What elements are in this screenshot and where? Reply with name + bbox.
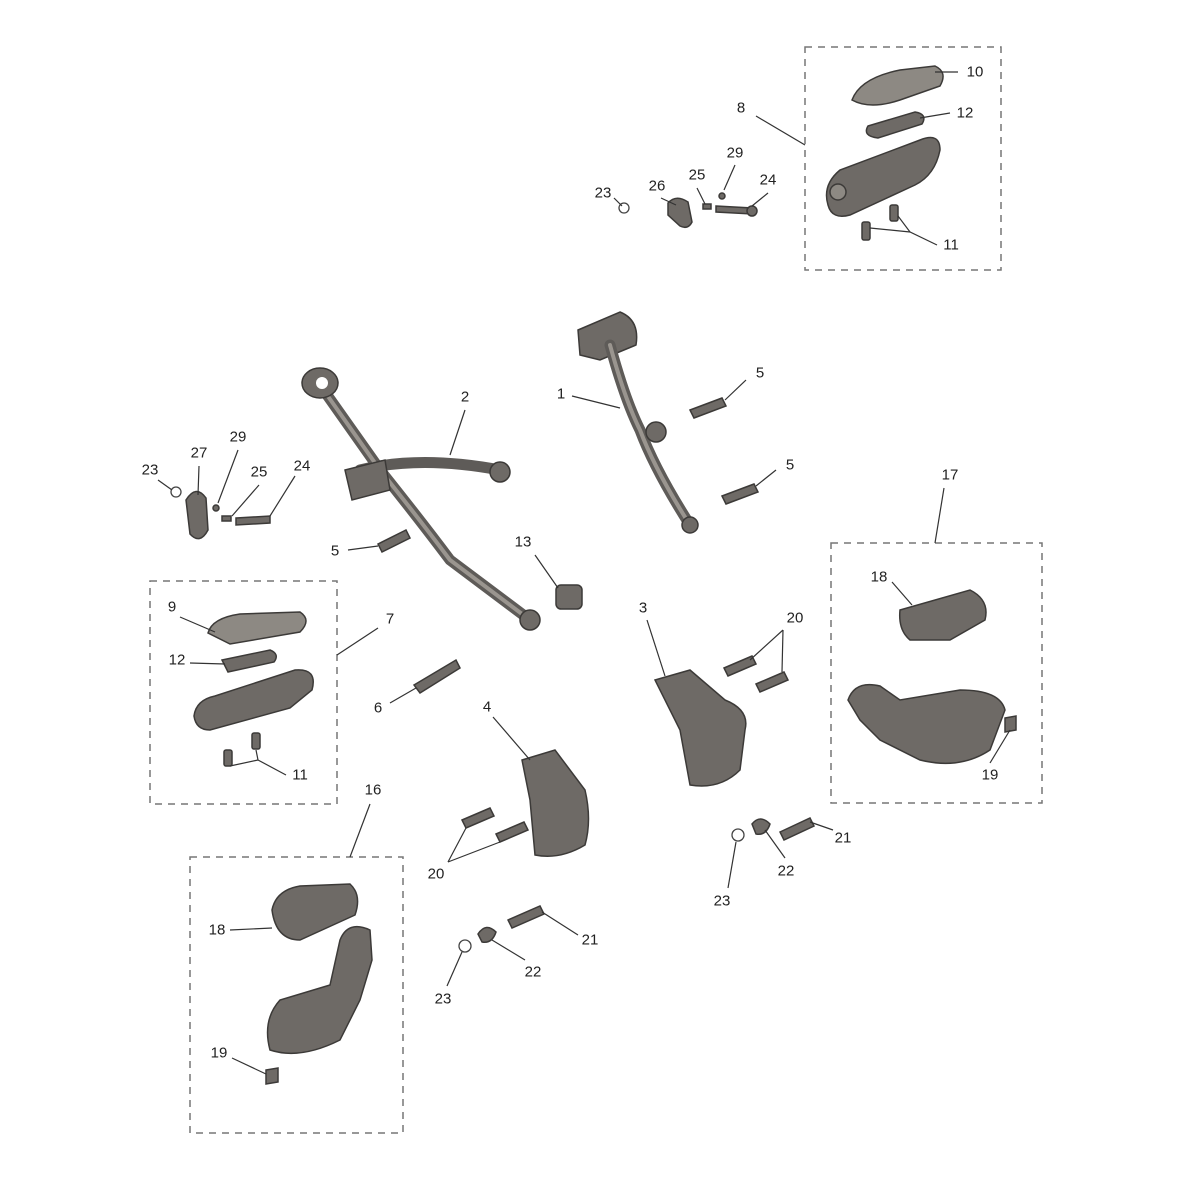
callout-label: 8: [736, 99, 746, 117]
callout-label: 29: [229, 428, 247, 446]
callout-label: 23: [434, 990, 452, 1008]
callout-label: 22: [524, 963, 542, 981]
callout-label: 17: [941, 466, 959, 484]
callout-label: 4: [482, 698, 492, 716]
footpeg-7: [193, 669, 314, 731]
footpeg-pad-18-right: [898, 589, 987, 641]
callout-label: 10: [966, 63, 984, 81]
callout-label: 21: [834, 829, 852, 847]
callout-label: 1: [556, 385, 566, 403]
group-box-7: [149, 580, 338, 805]
footpeg-16: [266, 925, 373, 1055]
leader-lines: [157, 71, 1011, 1075]
o-ring-23-mid: [458, 939, 472, 953]
callout-label: 16: [364, 781, 382, 799]
spacer-13: [555, 584, 583, 610]
callout-label: 18: [870, 568, 888, 586]
callout-label: 9: [167, 598, 177, 616]
bolt-5-a: [688, 397, 728, 419]
plate-12-top: [865, 111, 925, 139]
bolt-20-c: [460, 807, 496, 829]
ball-25-left: [221, 515, 232, 522]
callout-label: 5: [785, 456, 795, 474]
callout-label: 23: [141, 461, 159, 479]
bolt-6: [412, 658, 461, 695]
bracket-4: [521, 749, 590, 857]
callout-label: 12: [168, 651, 186, 669]
callout-label: 24: [759, 171, 777, 189]
bolt-5-b: [720, 483, 760, 505]
group-box-17: [830, 542, 1043, 804]
footpeg-rubber-9: [207, 611, 307, 645]
o-ring-23-right: [731, 828, 745, 842]
callout-label: 3: [638, 599, 648, 617]
callout-label: 25: [250, 463, 268, 481]
bolts-11-top: [861, 204, 899, 241]
callout-label: 24: [293, 457, 311, 475]
bracket-3: [653, 669, 747, 787]
callout-label: 19: [981, 766, 999, 784]
spring-29-top: [718, 192, 726, 200]
bolt-20-d: [494, 821, 530, 843]
spring-22-mid: [477, 926, 497, 944]
callout-label: 11: [943, 236, 959, 254]
callout-label: 6: [373, 699, 383, 717]
callout-label: 20: [427, 865, 445, 883]
bolt-20-b: [754, 671, 790, 693]
callout-label: 19: [210, 1044, 228, 1062]
spring-29-left: [212, 504, 220, 512]
callout-label: 13: [514, 533, 532, 551]
callout-label: 18: [208, 921, 226, 939]
group-box-16: [189, 856, 404, 1134]
callout-label: 21: [581, 931, 599, 949]
footpeg-pad-18-left: [271, 883, 359, 941]
plate-12-left: [220, 649, 277, 673]
footpeg-8: [825, 136, 941, 217]
callout-label: 11: [292, 766, 308, 784]
callout-label: 29: [726, 144, 744, 162]
pin-21-right: [778, 817, 816, 841]
callout-label: 7: [385, 610, 395, 628]
bolt-20-a: [722, 655, 758, 677]
footpeg-rubber-10: [851, 65, 944, 106]
pin-24-left: [235, 515, 271, 526]
o-ring-23-top: [618, 202, 630, 214]
callout-label: 25: [688, 166, 706, 184]
hanger-2: [301, 367, 541, 631]
pin-19-right: [1004, 715, 1017, 733]
spring-22-right: [751, 818, 771, 836]
bolt-11-b: [251, 732, 261, 750]
bolt-5-c: [376, 528, 412, 554]
bolt-11-a: [223, 749, 233, 767]
callout-label: 12: [956, 104, 974, 122]
pin-21-mid: [506, 905, 546, 929]
callout-label: 5: [330, 542, 340, 560]
callout-label: 2: [460, 388, 470, 406]
callout-label: 5: [755, 364, 765, 382]
group-box-8: [804, 46, 1002, 271]
hanger-1: [577, 311, 699, 534]
callout-label: 23: [713, 892, 731, 910]
callout-label: 27: [190, 444, 208, 462]
o-ring-23-left: [170, 486, 182, 498]
footpeg-17: [847, 683, 1006, 765]
callout-label: 20: [786, 609, 804, 627]
bracket-27: [185, 490, 209, 540]
bracket-26: [667, 197, 693, 229]
callout-label: 22: [777, 862, 795, 880]
ball-25-top: [702, 203, 712, 210]
callout-label: 23: [594, 184, 612, 202]
pin-19-left: [265, 1067, 279, 1085]
callout-label: 26: [648, 177, 666, 195]
